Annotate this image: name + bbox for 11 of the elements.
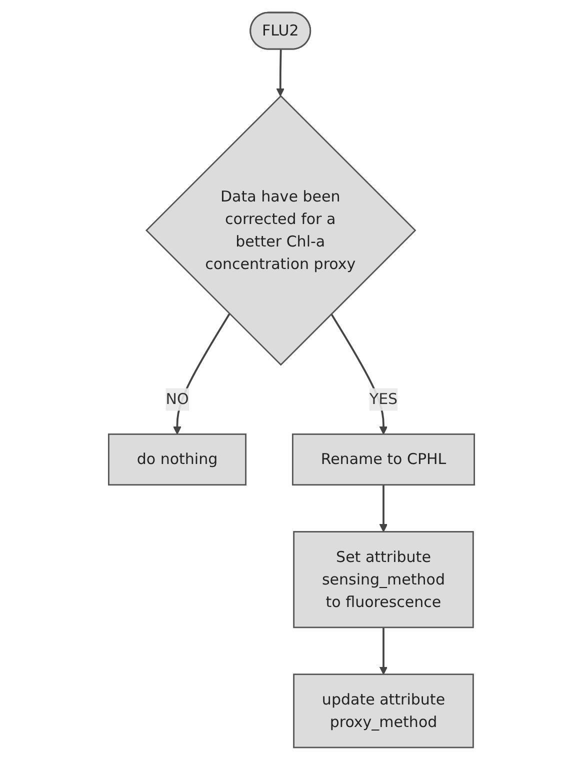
node-diamond: Data have been corrected for a better Chl-a concentration proxy bbox=[145, 94, 416, 366]
edge-label: NO bbox=[166, 390, 189, 408]
arrow bbox=[379, 626, 388, 674]
arrow bbox=[173, 312, 230, 434]
node-box: Rename to CPHL bbox=[292, 432, 475, 486]
node-box: update attribute proxy_method bbox=[293, 673, 474, 748]
arrow bbox=[379, 484, 388, 532]
edge-label: YES bbox=[369, 390, 398, 408]
arrow bbox=[276, 49, 284, 96]
node-box: Set attribute sensing_method to fluorescence bbox=[293, 530, 474, 628]
node-box: do nothing bbox=[108, 432, 246, 486]
